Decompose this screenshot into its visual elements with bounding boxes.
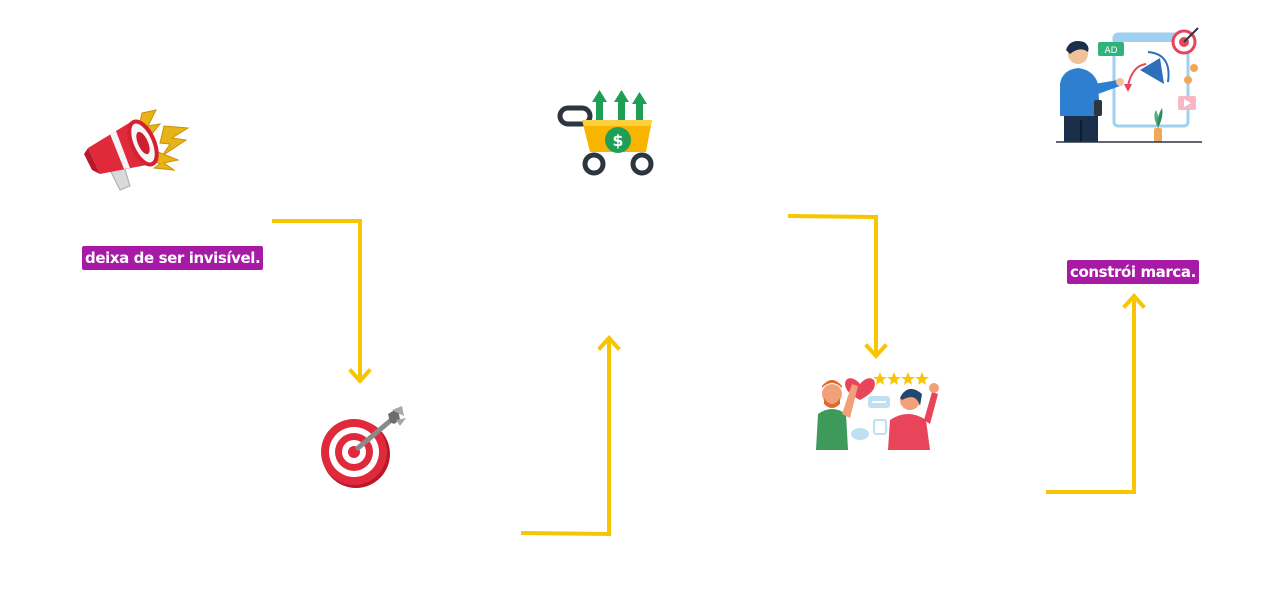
- svg-text:$: $: [612, 131, 623, 150]
- megaphone-icon: [80, 108, 192, 198]
- marketing-presenter-icon: AD: [1056, 24, 1204, 146]
- target-icon: [318, 406, 408, 492]
- arrow-to-brand: [1046, 295, 1136, 494]
- arrow-to-target: [272, 219, 362, 382]
- arrowhead-to-customers: [864, 343, 888, 359]
- customers-love-icon: [812, 364, 942, 456]
- svg-text:AD: AD: [1104, 46, 1117, 56]
- arrow-to-cart: [520, 337, 611, 537]
- step-label-brand: constrói marca.: [1067, 260, 1199, 284]
- arrow-to-customers: [787, 213, 878, 357]
- arrowhead-to-cart: [597, 335, 621, 351]
- arrowhead-to-target: [348, 368, 372, 384]
- money-cart-icon: $: [556, 86, 656, 180]
- step-label-invisible: deixa de ser invisível.: [82, 246, 264, 270]
- arrowhead-to-brand: [1122, 293, 1146, 309]
